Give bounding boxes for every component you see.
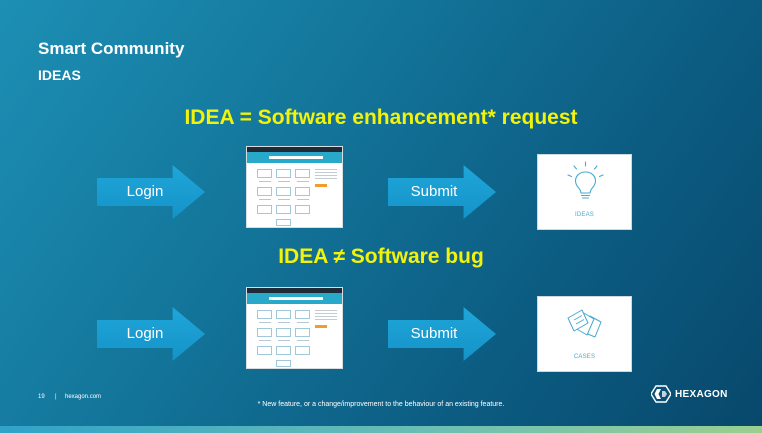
footnote: * New feature, or a change/improvement t… [257,401,505,408]
ideas-card-label: IDEAS [574,212,594,218]
headline-idea-not-bug: IDEA ≠ Software bug [278,245,484,268]
hexagon-logo-icon [651,385,671,403]
bottom-accent-band [0,426,762,433]
cases-card-label: CASES [573,354,596,360]
lightbulb-icon [567,161,604,199]
ideas-card: IDEAS [537,154,632,230]
page-number: 19 [38,394,45,400]
login-label-bottom: Login [126,325,164,342]
slide-title: Smart Community [38,39,185,58]
footer-separator: | [55,394,57,400]
community-screenshot-bottom [246,287,343,369]
hexagon-brand-name: HEXAGON [675,389,728,400]
footer-website-link[interactable]: hexagon.com [65,394,102,400]
submit-label-bottom: Submit [410,325,458,342]
cases-card: CASES [537,296,632,372]
cases-icon [567,309,602,338]
submit-label-top: Submit [410,183,458,200]
login-label-top: Login [126,183,164,200]
slide-subtitle: IDEAS [38,67,81,83]
community-screenshot-top [246,146,343,228]
headline-idea-definition: IDEA = Software enhancement* request [184,106,578,129]
